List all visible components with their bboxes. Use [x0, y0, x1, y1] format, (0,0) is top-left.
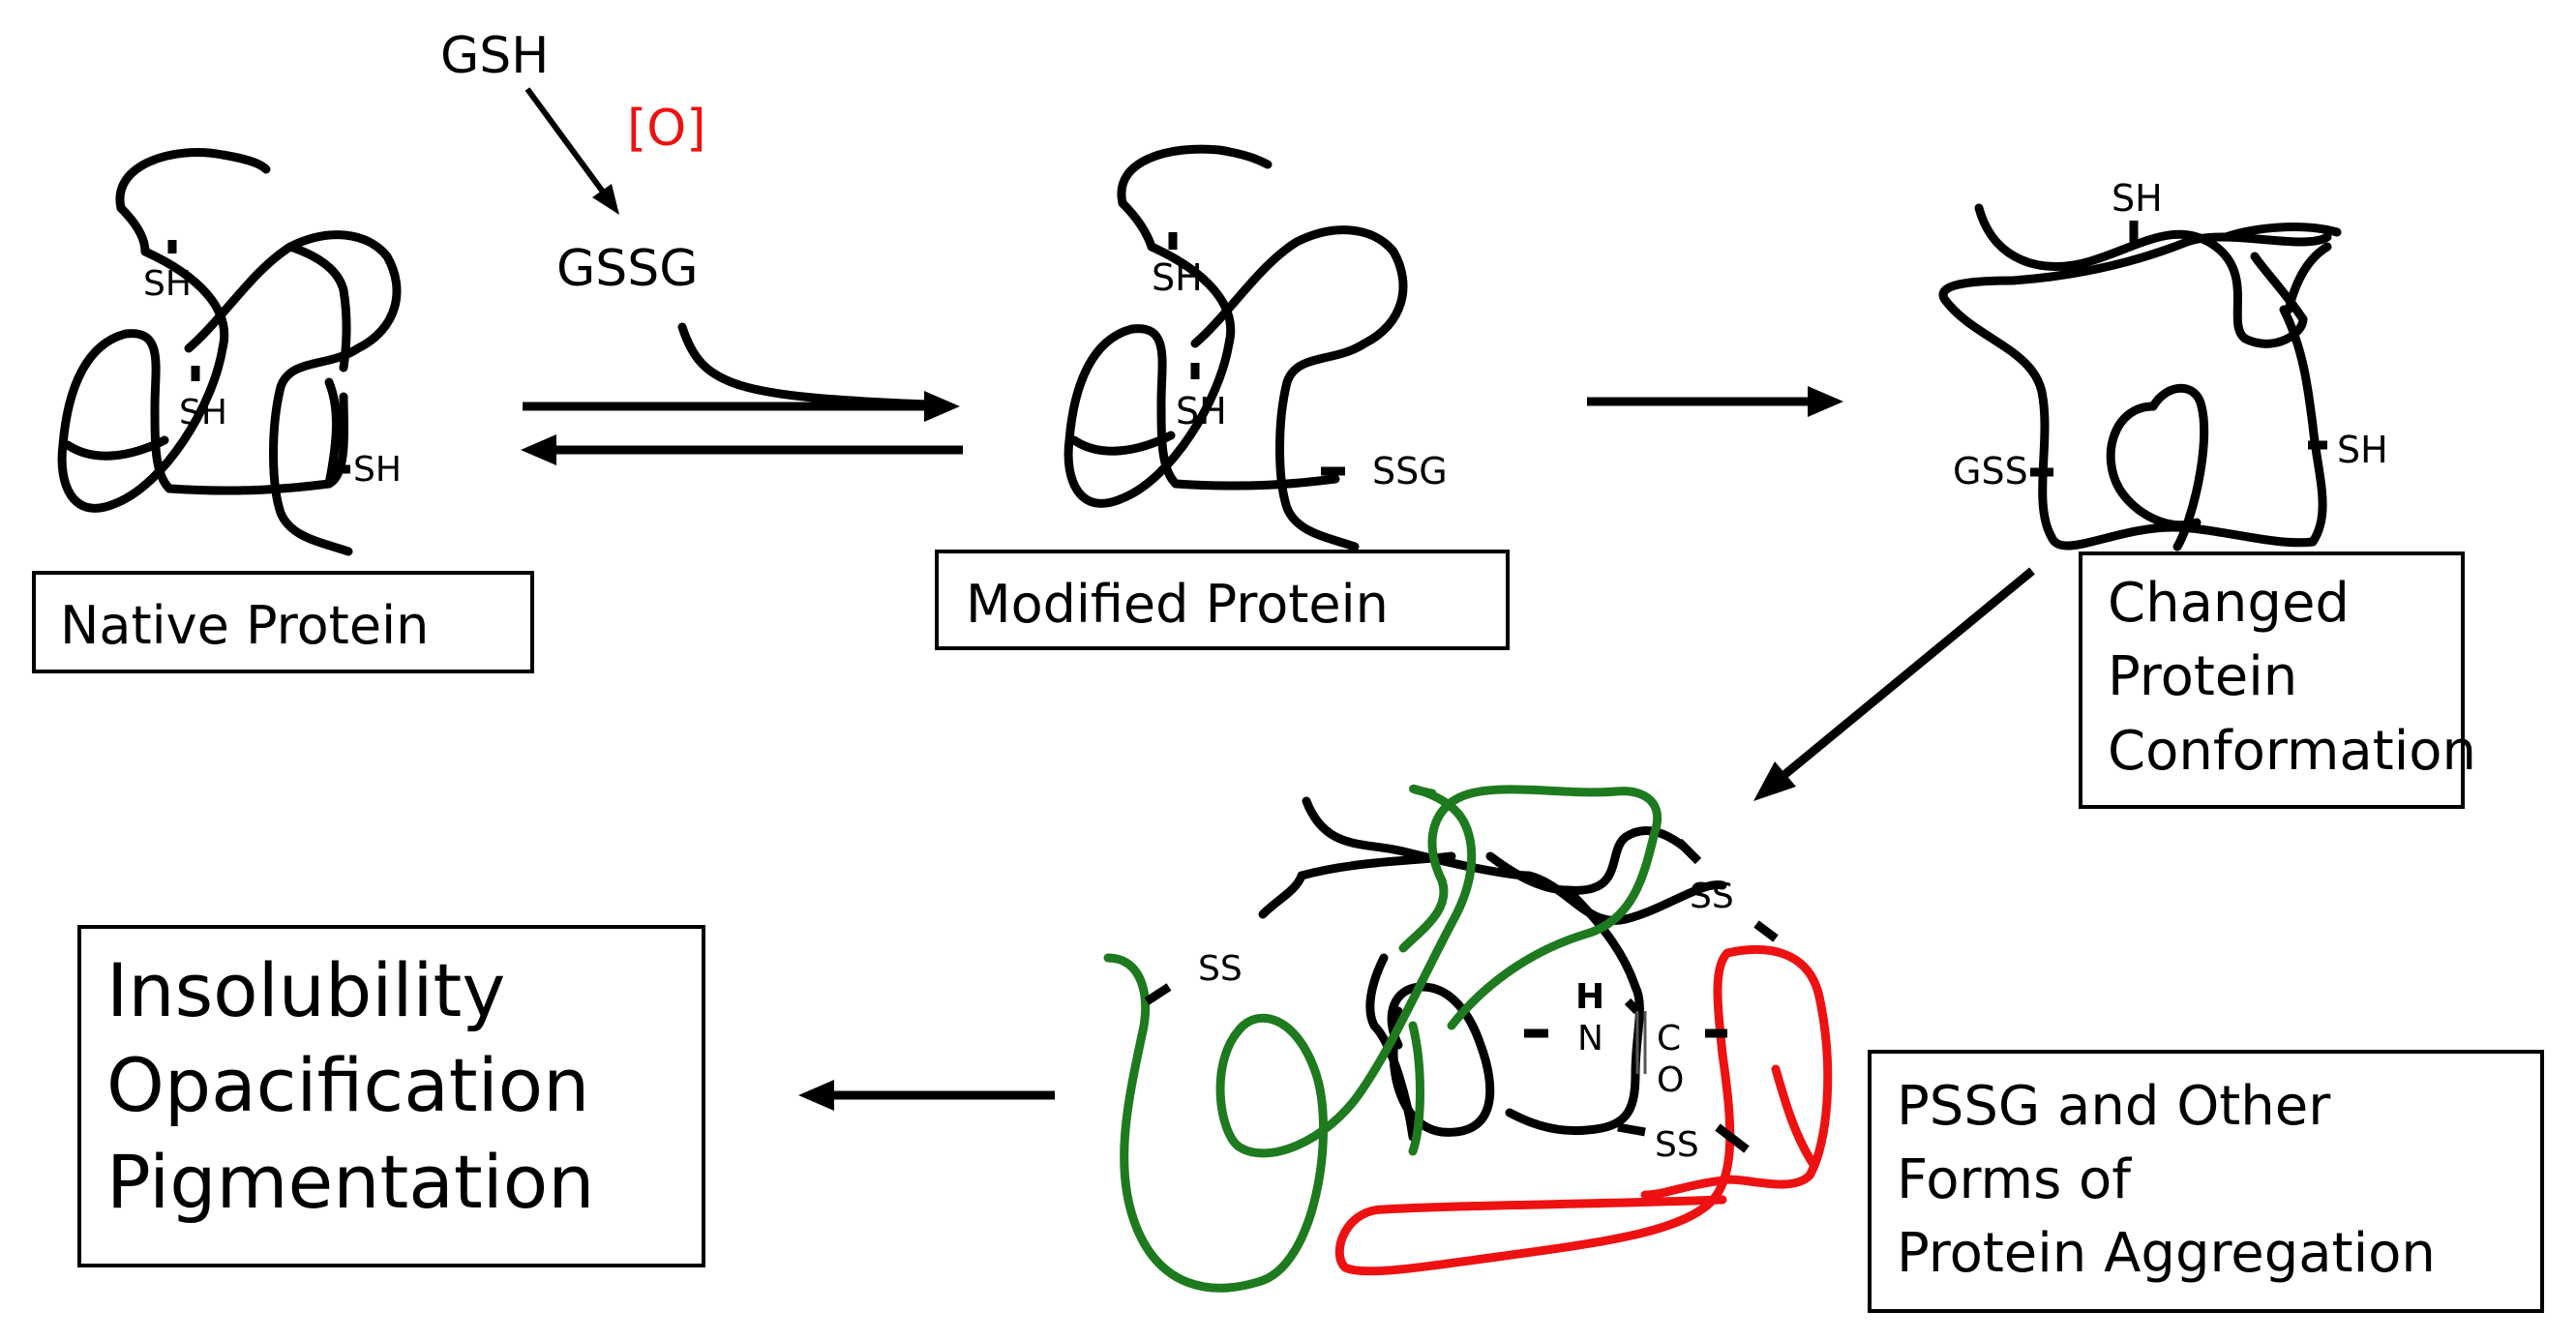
aggregate-h-bond [1624, 998, 1641, 1015]
modified-sh-top: SH [1152, 256, 1203, 299]
aggregate-black-chain [1258, 796, 1727, 1142]
native-sh-top: SH [143, 264, 192, 304]
changed-gss: GSS [1953, 450, 2028, 492]
reverse-arrowhead [521, 434, 556, 465]
aggregate-ss-topright-bond [1675, 838, 1702, 865]
gssg-label: GSSG [556, 240, 699, 298]
aggregate-ss-left-bond [1144, 983, 1172, 1005]
outcome-line2: Opacification [106, 1042, 589, 1128]
outcome-line1: Insolubility [106, 947, 505, 1033]
changed-sh-right: SH [2337, 429, 2388, 471]
aggregate-c: C [1657, 1019, 1681, 1058]
aggregate-ss-bottom-bond [1617, 1122, 1646, 1137]
modified-protein-box [935, 550, 1510, 650]
outcome-box [77, 925, 705, 1267]
aggregation-label-line3: Protein Aggregation [1897, 1222, 2436, 1285]
native-sh-mid: SH [179, 393, 227, 432]
changed-conformation-box [2079, 551, 2465, 809]
native-protein-label: Native Protein [60, 595, 429, 656]
gsh-label: GSH [440, 27, 549, 85]
changed-label-line2: Protein [2108, 645, 2297, 708]
oxidant-label: [O] [627, 100, 706, 158]
aggregate-green-chain [1103, 784, 1662, 1293]
modified-to-changed-arrowhead [1808, 386, 1843, 417]
changed-to-aggregate-arrowhead [1753, 761, 1796, 801]
aggregate-ss-topright: SS [1690, 877, 1734, 916]
aggregate-ss-left: SS [1198, 949, 1243, 989]
gsh-to-gssg-arrow [524, 87, 611, 200]
aggregate-n: N [1577, 1019, 1603, 1058]
aggregate-o: O [1657, 1060, 1684, 1100]
aggregation-label-line1: PSSG and Other [1897, 1075, 2331, 1138]
gssg-curve [677, 322, 934, 409]
changed-to-aggregate-arrow [1782, 567, 2035, 778]
forward-arrowhead [924, 391, 960, 422]
native-protein-structure [57, 147, 402, 556]
aggregate-red-chain [1334, 944, 1833, 1276]
native-sh-right: SH [353, 450, 402, 490]
modified-protein-label: Modified Protein [966, 574, 1389, 635]
modified-sh-mid: SH [1176, 390, 1227, 432]
gsh-to-gssg-arrowhead [592, 184, 619, 215]
aggregate-h: H [1575, 977, 1604, 1017]
changed-sh-top: SH [2112, 177, 2163, 220]
aggregate-ss-bottom: SS [1655, 1125, 1699, 1165]
aggregate-ss-bottom-bond2 [1715, 1123, 1750, 1153]
changed-label-line3: Conformation [2108, 720, 2476, 783]
outcome-line3: Pigmentation [106, 1139, 594, 1225]
aggregation-box [1868, 1050, 2544, 1313]
aggregation-label-line2: Forms of [1897, 1148, 2132, 1211]
changed-label-line1: Changed [2108, 572, 2350, 635]
changed-protein-structure [1938, 203, 2342, 551]
modified-protein-structure [1063, 144, 1408, 551]
native-protein-box [32, 571, 534, 673]
modified-ssg: SSG [1372, 450, 1448, 492]
aggregate-to-outcome-arrowhead [798, 1080, 834, 1111]
aggregate-ss-topright-bond2 [1753, 920, 1779, 942]
